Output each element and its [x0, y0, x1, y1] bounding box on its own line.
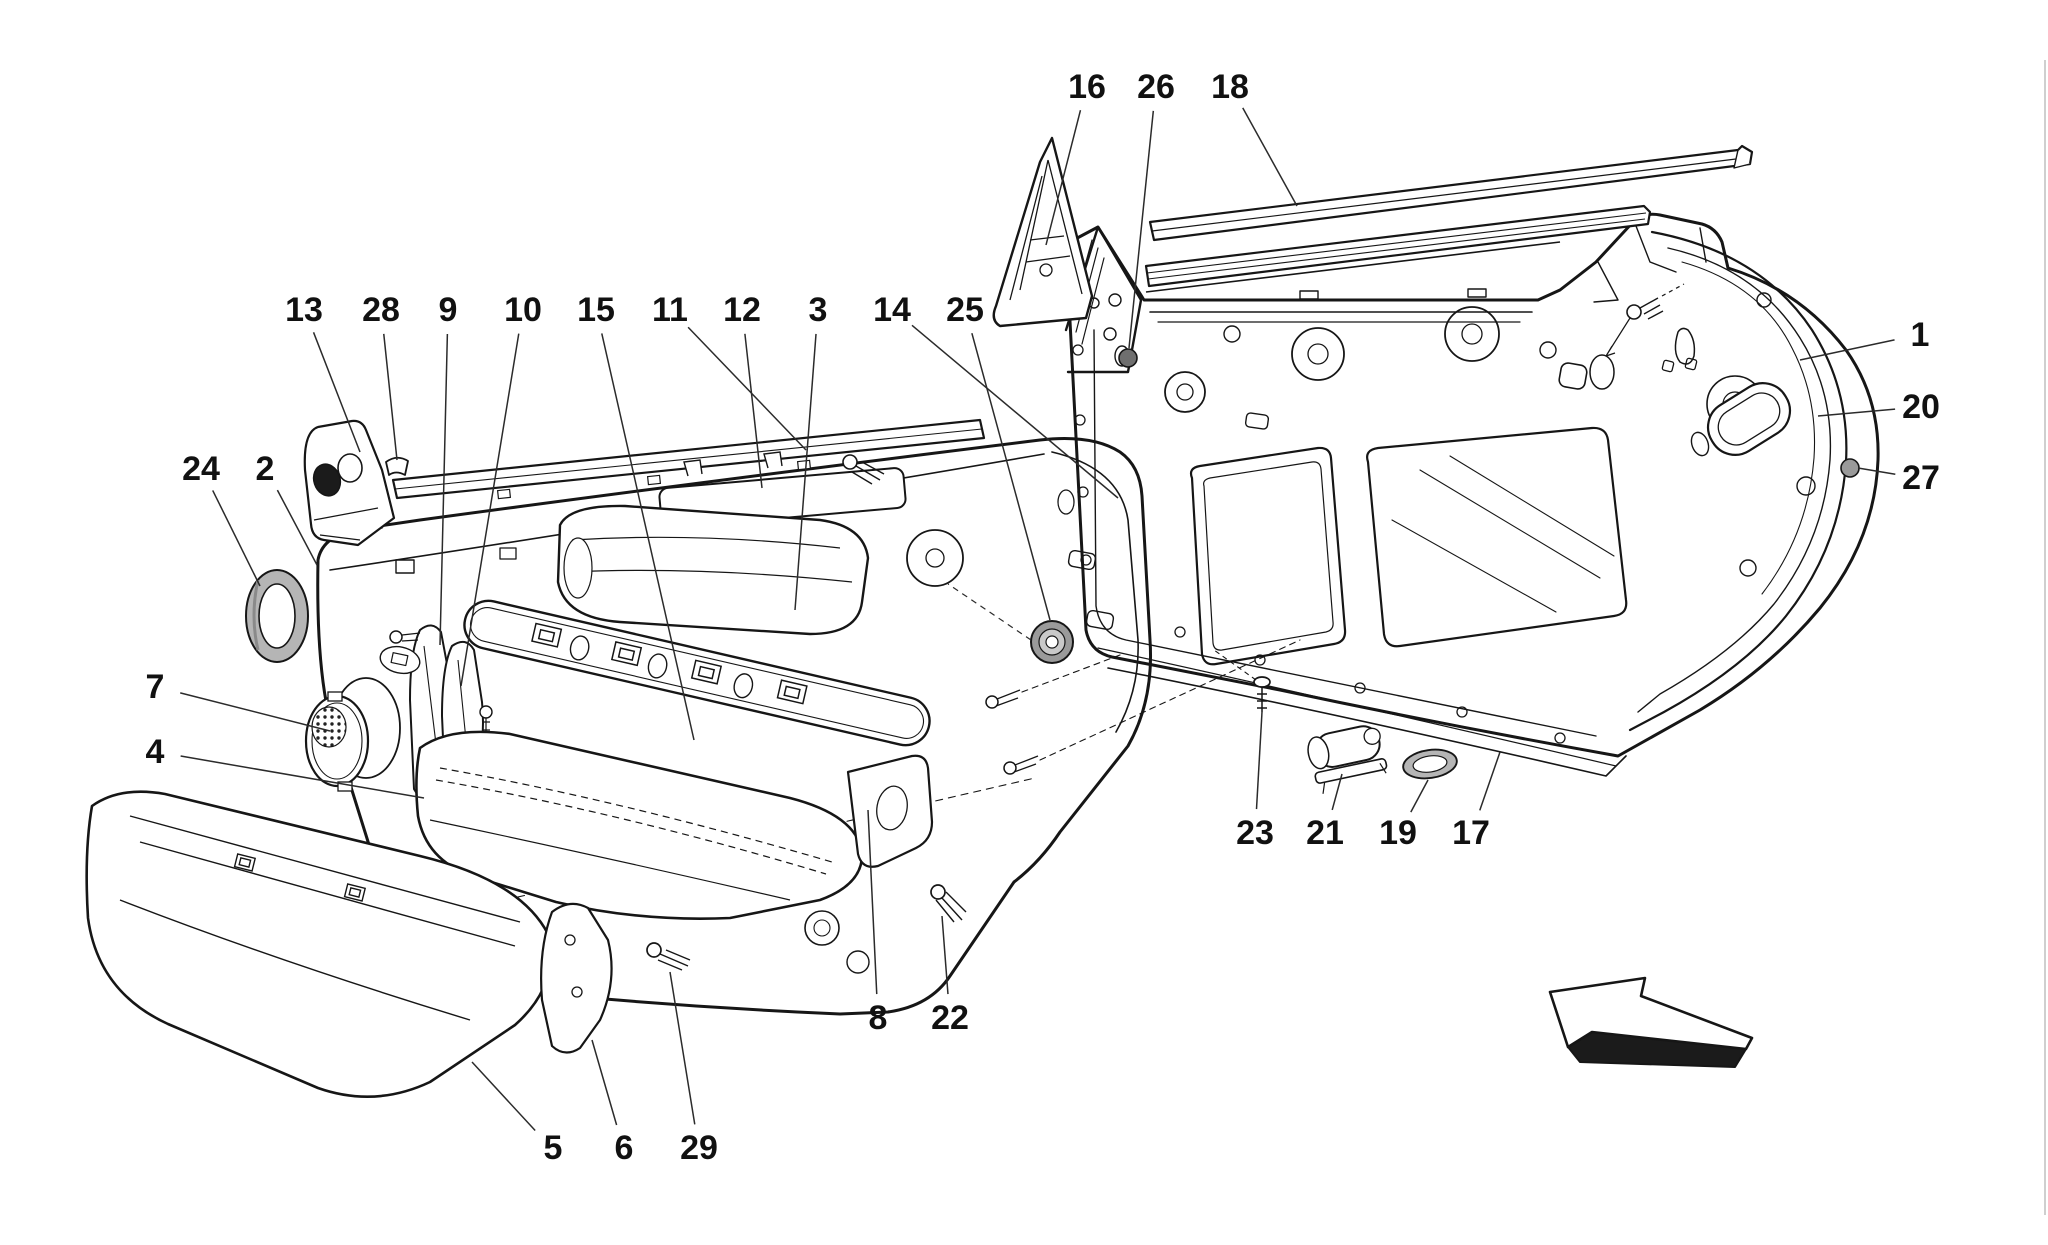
leader-line-17 — [1479, 751, 1501, 811]
padded-top-roll — [556, 504, 870, 636]
map-pocket-panel — [85, 790, 552, 1098]
part-number-8: 8 — [869, 999, 888, 1037]
leader-line-10 — [460, 333, 520, 687]
leader-line-6 — [591, 1039, 618, 1126]
tweeter-bracket — [303, 419, 396, 547]
leader-line-1 — [1799, 339, 1895, 361]
part-number-21: 21 — [1306, 814, 1344, 852]
part-number-13: 13 — [285, 291, 323, 329]
clip-28 — [385, 456, 409, 476]
part-number-22: 22 — [931, 999, 969, 1037]
speaker — [304, 691, 370, 792]
part-number-29: 29 — [680, 1129, 718, 1167]
part-number-1: 1 — [1911, 316, 1930, 354]
screw-22 — [930, 884, 967, 923]
leader-line-2 — [276, 489, 318, 566]
part-number-19: 19 — [1379, 814, 1417, 852]
leader-line-21 — [1331, 773, 1343, 811]
leader-line-26 — [1128, 110, 1155, 349]
leader-line-28 — [383, 333, 398, 461]
part-number-11: 11 — [652, 291, 688, 329]
screw-29 — [646, 942, 691, 971]
leader-line-5 — [471, 1061, 536, 1132]
leader-line-3 — [794, 333, 817, 611]
leader-line-9 — [439, 333, 449, 646]
part-number-10: 10 — [504, 291, 542, 329]
screw-23 — [1213, 649, 1271, 712]
pocket-end-bracket — [540, 902, 613, 1054]
part-number-17: 17 — [1452, 814, 1490, 852]
leader-line-19 — [1410, 779, 1429, 813]
leader-line-7 — [180, 692, 331, 732]
door-handle-cup — [1690, 382, 1792, 457]
front-triangle-trim — [992, 136, 1094, 328]
grommet-plug-26 — [1118, 348, 1138, 368]
sail-screw — [1605, 283, 1685, 357]
armrest-rail — [463, 599, 931, 747]
part-number-23: 23 — [1236, 814, 1274, 852]
part-number-18: 18 — [1211, 68, 1249, 106]
leader-line-25 — [971, 332, 1051, 621]
leader-line-23 — [1255, 711, 1263, 810]
part-number-12: 12 — [723, 291, 761, 329]
direction-arrow-icon — [1548, 976, 1754, 1068]
leader-line-12 — [744, 333, 763, 489]
leader-line-29 — [669, 971, 696, 1125]
tweeter-speaker — [312, 463, 342, 497]
part-number-2: 2 — [256, 450, 275, 488]
window-scraper-strips — [1144, 144, 1754, 293]
part-number-16: 16 — [1068, 68, 1106, 106]
leader-line-27 — [1857, 467, 1896, 475]
part-number-24: 24 — [182, 450, 220, 488]
part-number-25: 25 — [946, 291, 984, 329]
grommet-19 — [1402, 748, 1458, 780]
leader-line-4 — [180, 755, 425, 799]
part-number-7: 7 — [146, 668, 165, 706]
part-number-5: 5 — [544, 1129, 563, 1167]
part-number-26: 26 — [1137, 68, 1175, 106]
leader-line-20 — [1817, 408, 1896, 417]
leader-line-24 — [212, 490, 261, 587]
leader-line-8 — [867, 809, 878, 995]
part-number-28: 28 — [362, 291, 400, 329]
leader-line-13 — [312, 332, 361, 453]
part-number-4: 4 — [146, 733, 165, 771]
door-shell — [1064, 212, 1880, 777]
part-number-9: 9 — [439, 291, 458, 329]
panel-rear-screws — [985, 689, 1039, 775]
leader-line-16 — [1045, 110, 1082, 246]
leader-line-11 — [687, 326, 807, 451]
leader-line-14 — [911, 324, 1119, 499]
part-number-3: 3 — [809, 291, 828, 329]
part-number-15: 15 — [577, 291, 615, 329]
leader-line-22 — [941, 915, 949, 995]
top-finisher-strip — [391, 418, 986, 500]
grommet-25 — [947, 583, 1074, 664]
grommet-plug-27 — [1840, 458, 1860, 478]
leader-line-15 — [601, 333, 695, 741]
armrest-pad — [415, 730, 864, 920]
part-number-6: 6 — [615, 1129, 634, 1167]
part-number-14: 14 — [873, 291, 911, 329]
part-number-20: 20 — [1902, 388, 1940, 426]
foam-ring — [245, 569, 309, 663]
part-number-27: 27 — [1902, 459, 1940, 497]
leader-line-18 — [1242, 107, 1298, 207]
courtesy-lamp — [1307, 725, 1388, 794]
